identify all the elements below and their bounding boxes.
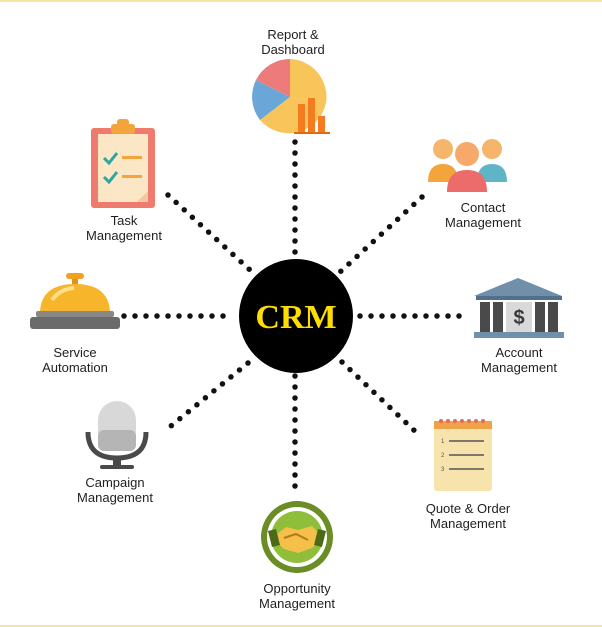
crm-hub-label: CRM (255, 299, 336, 336)
node-label-line: Campaign (85, 475, 145, 490)
node-label-service: Service Automation (15, 345, 135, 375)
node-label-report: Report & Dashboard (233, 27, 353, 57)
spoke-campaign (163, 360, 251, 433)
handshake-icon (261, 501, 333, 573)
node-label-task: Task Management (64, 213, 184, 243)
node-label-line: Quote & Order (425, 501, 511, 516)
node-label-line: Management (445, 215, 521, 230)
node-label-line: Service (53, 345, 97, 360)
node-label-opportunity: Opportunity Management (237, 581, 357, 611)
node-label-line: Management (481, 360, 557, 375)
node-label-line: Contact (460, 200, 506, 215)
notepad-icon: 1 2 3 (434, 419, 492, 491)
node-label-line: Management (259, 596, 335, 611)
node-label-line: Management (86, 228, 162, 243)
node-label-campaign: Campaign Management (55, 475, 175, 505)
svg-text:2: 2 (441, 453, 445, 459)
spoke-quote (339, 359, 421, 437)
node-label-line: Dashboard (261, 42, 325, 57)
node-label-line: Opportunity (263, 581, 331, 596)
svg-text:3: 3 (441, 467, 445, 473)
node-label-line: Automation (42, 360, 108, 375)
clipboard-icon (91, 119, 155, 208)
people-icon (428, 139, 507, 192)
spoke-contact (337, 194, 425, 275)
service-bell-icon (30, 273, 120, 329)
crm-hub-circle (239, 259, 353, 373)
node-label-line: Management (77, 490, 153, 505)
svg-text:1: 1 (441, 439, 445, 445)
bank-icon: $ (474, 278, 564, 338)
node-label-line: Task (110, 213, 138, 228)
node-label-quote: Quote & Order Management (408, 501, 528, 531)
node-label-contact: Contact Management (423, 200, 543, 230)
node-label-line: Management (430, 516, 506, 531)
node-label-account: Account Management (459, 345, 579, 375)
node-label-line: Report & (267, 27, 319, 42)
node-label-line: Account (495, 345, 543, 360)
spokes (121, 139, 471, 493)
microphone-icon (85, 401, 149, 469)
spoke-task (165, 192, 253, 273)
svg-text:$: $ (513, 307, 524, 329)
crm-hub: CRM (239, 259, 353, 373)
pie-chart-icon (252, 58, 330, 134)
